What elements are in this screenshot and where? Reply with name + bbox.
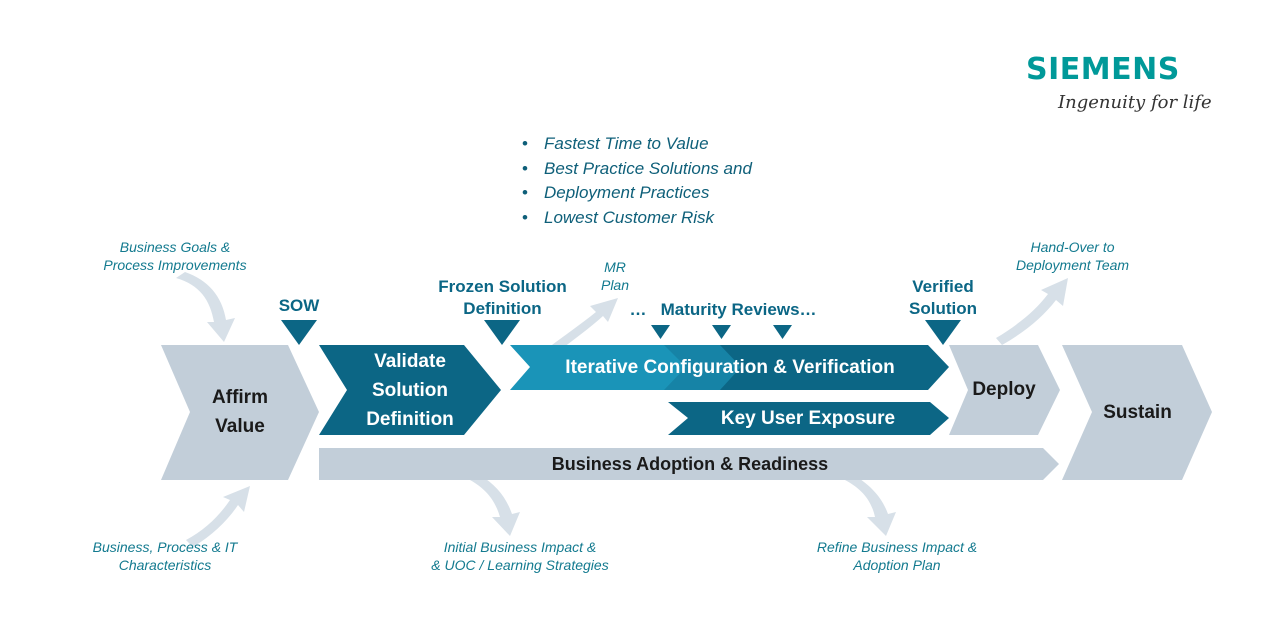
note-mr-plan: MR Plan: [590, 258, 640, 294]
label-line: Value: [215, 416, 265, 437]
benefits-list: Fastest Time to Value Best Practice Solu…: [522, 132, 752, 230]
maturity-reviews-label: … Maturity Reviews…: [629, 300, 817, 319]
note-line: Business Goals &: [119, 239, 231, 255]
arrow-goals-to-affirm: [176, 272, 235, 342]
deploy-chevron: [949, 345, 1060, 435]
sustain-label: Sustain: [1103, 401, 1172, 423]
verified-solution-label: Verified Solution: [893, 276, 993, 320]
label-line: Affirm: [212, 387, 268, 408]
sow-milestone-marker: [281, 320, 317, 345]
note-line: Process Improvements: [103, 257, 247, 273]
arrow-mr-plan: [548, 298, 618, 354]
sow-label: SOW: [278, 296, 320, 315]
note-business-goals: Business Goals & Process Improvements: [70, 238, 280, 274]
curved-arrows: [176, 272, 1068, 547]
note-business-process-it: Business, Process & IT Characteristics: [60, 538, 270, 574]
siemens-logo: SIEMENS: [1026, 52, 1180, 87]
note-initial-impact: Initial Business Impact & & UOC / Learni…: [400, 538, 640, 574]
benefit-item: Best Practice Solutions and: [522, 157, 752, 182]
affirm-value-chevron: [161, 345, 319, 480]
logo-tagline: Ingenuity for life: [1058, 92, 1212, 113]
iterative-config-arrow-mid: [664, 345, 743, 390]
arrow-characteristics-to-affirm: [186, 486, 250, 547]
maturity-marker-3: [773, 325, 792, 339]
label-line: Solution: [909, 299, 977, 318]
key-user-exposure-label: Key User Exposure: [720, 407, 896, 429]
note-line: Adoption Plan: [853, 557, 941, 573]
iterative-config-arrow-dark: [720, 345, 949, 390]
iterative-config-label: Iterative Configuration & Verification: [565, 356, 895, 378]
note-line: & UOC / Learning Strategies: [431, 557, 609, 573]
deploy-label: Deploy: [972, 379, 1036, 400]
note-line: Business, Process & IT: [92, 539, 238, 555]
maturity-marker-1: [651, 325, 670, 339]
note-line: Deployment Team: [1015, 257, 1130, 273]
note-line: Characteristics: [118, 557, 212, 573]
label-line: Validate: [374, 350, 446, 372]
note-refine-impact: Refine Business Impact & Adoption Plan: [792, 538, 1002, 574]
benefit-item: Fastest Time to Value: [522, 132, 752, 157]
label-line: Verified: [912, 277, 974, 296]
label-line: Frozen Solution: [438, 277, 567, 296]
benefit-item: Deployment Practices: [522, 181, 752, 206]
sustain-chevron: [1062, 345, 1212, 480]
label-line: Definition: [366, 408, 454, 430]
arrow-initial-impact: [470, 475, 520, 536]
note-line: Initial Business Impact &: [443, 539, 597, 555]
note-line: MR: [604, 259, 626, 275]
note-line: Refine Business Impact &: [816, 539, 978, 555]
business-adoption-bar: [319, 448, 1059, 480]
note-line: Plan: [600, 277, 630, 293]
frozen-solution-label: Frozen Solution Definition: [420, 276, 585, 320]
note-line: Hand-Over to: [1030, 239, 1115, 255]
arrow-refine-impact: [845, 475, 896, 536]
verified-milestone-marker: [925, 320, 961, 345]
validate-solution-chevron: [319, 345, 501, 435]
affirm-value-label: Affirm Value: [190, 380, 290, 444]
arrow-hand-over: [996, 278, 1068, 345]
label-line: Solution: [372, 379, 448, 401]
validate-solution-label: Validate Solution Definition: [340, 345, 480, 435]
frozen-milestone-marker: [484, 320, 520, 345]
benefit-item: Lowest Customer Risk: [522, 206, 752, 231]
maturity-marker-2: [712, 325, 731, 339]
label-line: Definition: [463, 299, 542, 318]
key-user-exposure-arrow: [668, 402, 949, 435]
iterative-config-arrow-light: [510, 345, 698, 390]
note-hand-over: Hand-Over to Deployment Team: [985, 238, 1160, 274]
business-adoption-label: Business Adoption & Readiness: [551, 453, 829, 474]
